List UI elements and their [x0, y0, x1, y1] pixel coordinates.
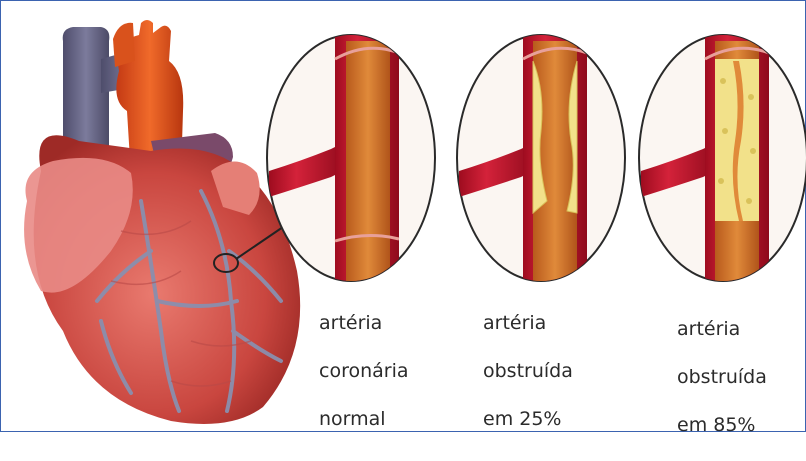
- caption-line: obstruída: [677, 365, 767, 389]
- caption-line: coronária: [319, 359, 409, 383]
- caption-line: artéria: [677, 317, 767, 341]
- caption-85-percent: artéria obstruída em 85%: [677, 293, 767, 461]
- artery-25-percent-diagram: [457, 21, 625, 301]
- caption-line: em 85%: [677, 413, 767, 437]
- caption-line: em 25%: [483, 407, 573, 431]
- caption-25-percent: artéria obstruída em 25%: [483, 287, 573, 455]
- caption-line: artéria: [319, 311, 409, 335]
- caption-line: normal: [319, 407, 409, 431]
- heart-illustration: [24, 20, 300, 424]
- figure-frame: artéria coronária normal artéria obstruí…: [0, 0, 806, 432]
- caption-line: artéria: [483, 311, 573, 335]
- caption-normal-artery: artéria coronária normal: [319, 287, 409, 455]
- caption-line: obstruída: [483, 359, 573, 383]
- artery-85-percent-diagram: [639, 21, 806, 301]
